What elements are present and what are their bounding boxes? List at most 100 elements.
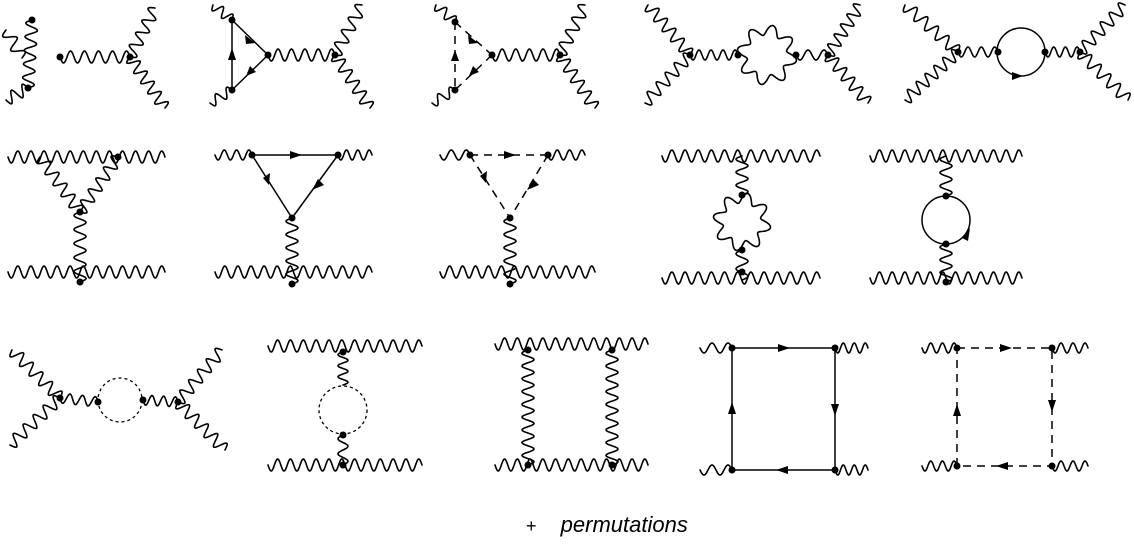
vertex-dot [994,48,1002,56]
internal-gauge-line [521,349,535,466]
arrow-icon [776,466,788,474]
arrow-icon [527,179,539,190]
internal-gauge-line [59,393,99,407]
vertex-dot [524,346,532,354]
external-gauge-line [5,83,29,105]
vertex-dot [288,280,296,288]
external-gauge-line [644,52,691,106]
vertex-dot [56,53,64,61]
arrow-icon [469,66,479,76]
ghost-box [956,347,1053,467]
vertex-dot [524,461,532,469]
arrow-icon [312,179,324,190]
arrow-icon [290,151,302,159]
vertex-dot [942,278,950,286]
vertex-dot [174,398,182,406]
internal-gauge-line [267,48,336,62]
vertex-dot [488,51,496,59]
vertex-dot [264,51,272,59]
external-gauge-line [211,4,234,21]
vertex-dot [139,396,147,404]
arrow-icon [480,171,487,183]
vertex-dot [339,431,347,439]
vertex-dot [248,151,256,159]
vertex-dot [556,51,564,59]
vertex-dot [466,151,474,159]
diagram-row1-ghost-triangle [431,3,600,109]
vertex-dot [1041,48,1049,56]
gauge-loop [736,24,798,86]
vertex-dot [792,51,800,59]
vertex-dot [94,398,102,406]
internal-gauge-line [1044,46,1081,58]
vertex-dot [334,151,342,159]
external-gauge-line [1077,51,1131,101]
external-gauge-line [494,337,649,351]
external-gauge-line [330,54,375,109]
vertex-dot [738,246,746,254]
vertex-dot [339,348,347,356]
diagram-row1-gauge-loop-propagator [644,3,872,106]
external-gauge-line [337,149,373,161]
vertex-dot [728,466,736,474]
vertex-dot [331,51,339,59]
internal-gauge-line [735,249,749,281]
external-gauge-line [214,265,373,279]
fermion-loop [921,195,971,245]
arrow-icon [1048,400,1056,412]
diagram-row3-ghost-box [921,342,1089,472]
vertex-dot [24,84,32,92]
ghost-loop [318,385,368,435]
arrow-icon [245,35,255,44]
vertex-dot [608,346,616,354]
fermion-box [731,347,836,471]
vertex-dot [56,394,64,402]
fermion-loop [996,27,1046,77]
diagram-row2-gauge-triangle-exchange [7,150,166,286]
external-gauge-line [644,4,694,56]
diagram-row2-gauge-loop-exchange [661,149,821,285]
vertex-dot [1076,48,1084,56]
external-gauge-line [431,86,456,107]
vertex-dot [544,151,552,159]
external-gauge-line [209,86,233,107]
ghost-line [454,21,493,56]
arrow-icon [504,151,516,159]
external-gauge-line [834,342,869,354]
external-gauge-line [7,265,166,279]
arrow-icon [468,35,478,44]
external-gauge-line [9,349,63,399]
external-gauge-line [1079,2,1126,55]
internal-gauge-line [337,351,349,386]
vertex-dot [76,278,84,286]
vertex-dot [228,16,236,24]
vertex-dot [288,214,296,222]
vertex-dot [738,268,746,276]
diagram-row1-fermion-loop-propagator [902,2,1131,104]
diagram-row2-fermion-triangle-exchange [214,149,373,288]
arrow-icon [246,66,256,76]
vertex-dot [126,53,134,61]
vertex-dot [728,344,736,352]
vertex-dot [28,16,36,24]
ghost-line [469,154,511,219]
external-gauge-line [826,3,862,57]
arrow-icon [962,228,970,241]
external-gauge-line [125,56,170,109]
external-gauge-line [128,6,157,59]
external-gauge-line [699,342,733,354]
fermion-line [251,154,293,219]
vertex-dot [953,462,961,470]
vertex-dot [1048,344,1056,352]
external-gauge-line [494,458,649,472]
internal-gauge-line [337,434,349,466]
internal-gauge-line [689,49,739,61]
permutations-label: permutations [560,512,688,537]
arrow-icon [996,462,1008,470]
ghost-loop [97,377,143,423]
external-gauge-line [439,149,471,161]
external-gauge-line [175,401,228,451]
internal-gauge-line [795,49,829,61]
vertex-dot [824,51,832,59]
